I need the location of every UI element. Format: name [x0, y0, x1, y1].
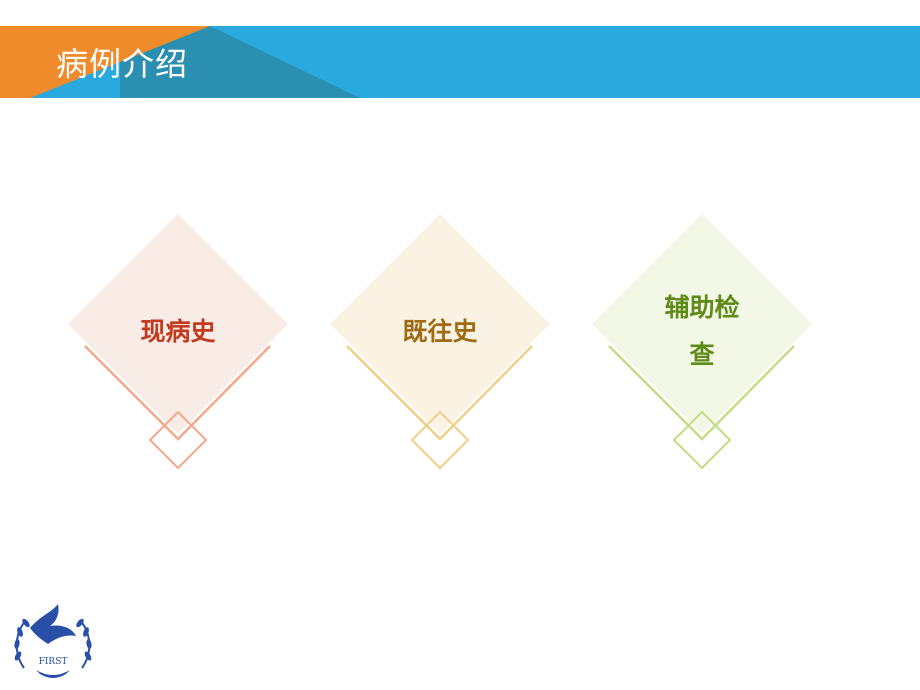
card-label-line-1: 辅助检: [664, 293, 740, 322]
diamond-decoration-icon: [330, 214, 550, 470]
header-band: [0, 26, 920, 98]
diamond-outline: [608, 345, 795, 441]
card-label-line-2: 查: [689, 340, 715, 369]
dove-laurel-emblem-icon: FIRST: [14, 604, 92, 678]
card-auxiliary-exam[interactable]: 辅助检 查: [587, 212, 817, 482]
diamond-decoration-icon: [592, 214, 812, 470]
small-diamond: [410, 410, 470, 470]
diamond-fill: [68, 214, 288, 434]
card-present-illness[interactable]: 现病史: [63, 212, 293, 482]
card-past-history[interactable]: 既往史: [325, 212, 555, 482]
diamond-decoration-icon: [68, 214, 288, 470]
card-label: 既往史: [402, 317, 478, 346]
diamond-fill: [330, 214, 550, 434]
header-orange: [0, 26, 210, 98]
small-diamond: [148, 410, 208, 470]
diamond-outline: [84, 345, 271, 441]
logo-text: FIRST: [39, 657, 68, 667]
diamond-outline: [346, 345, 533, 441]
card-label: 现病史: [140, 317, 216, 346]
diamond-fill: [592, 214, 812, 434]
small-diamond: [672, 410, 732, 470]
page-title: 病例介绍: [56, 45, 189, 83]
header-blue-dark: [120, 26, 360, 98]
